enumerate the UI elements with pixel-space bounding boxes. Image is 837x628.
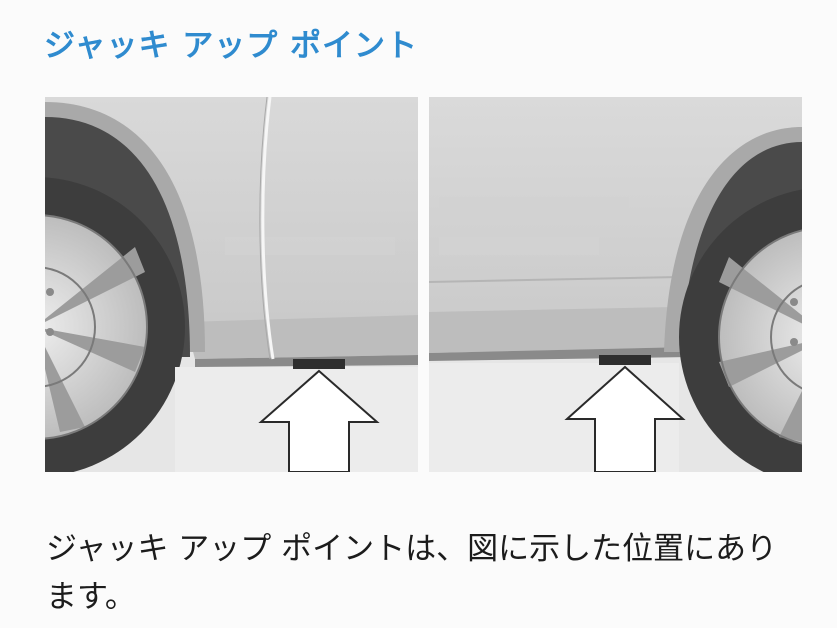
figure-front-jack-point [45, 97, 418, 472]
jack-pad-rear [599, 355, 651, 365]
figure-rear-jack-point [429, 97, 802, 472]
body-paragraph: ジャッキ アップ ポイントは、図に示した位置にあります。 [46, 531, 778, 615]
jack-point-figures [45, 97, 802, 472]
front-wheel-photo [45, 97, 418, 472]
jack-pad-front [293, 359, 345, 369]
rear-wheel-photo [429, 97, 802, 472]
jack-point-up-arrow-icon [564, 365, 686, 472]
jack-point-up-arrow-icon [258, 369, 380, 472]
page-heading: ジャッキ アップ ポイント [44, 28, 419, 64]
